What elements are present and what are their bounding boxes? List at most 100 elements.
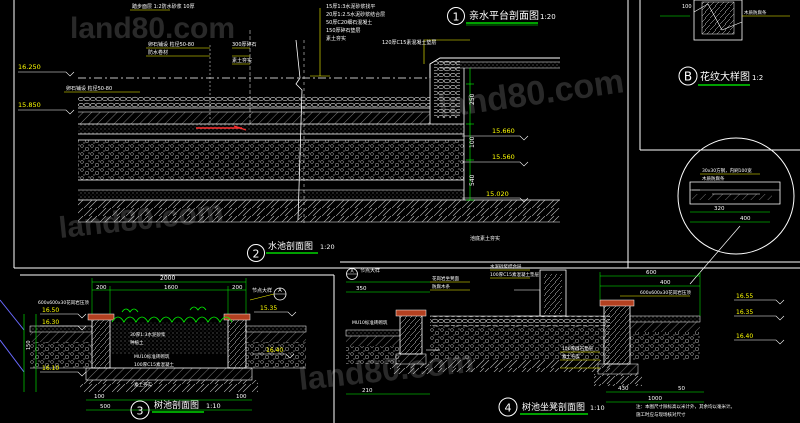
note-b-a: 30x30方钢，内刷100宽 — [702, 167, 752, 174]
dim-500: 500 — [100, 404, 111, 410]
note-seat-tree-a: 600x600x30花岗岩压顶 — [640, 289, 691, 296]
dim-100-bottom-right: 100 — [236, 394, 247, 400]
dimension-lines-section1 — [466, 68, 474, 201]
dim-seat-350: 350 — [356, 286, 367, 292]
dim-1600: 1600 — [164, 285, 178, 291]
detail-b-circle: 320 400 30x30方钢，内刷100宽 木质防腐条 — [677, 137, 795, 285]
elevation-fl-16-40: 16.40 — [266, 347, 283, 354]
elevation-16-30: 16.30 — [42, 319, 59, 326]
note-pool-d: 300厚碎石 — [232, 41, 257, 48]
dim-seat-210: 210 — [362, 388, 373, 394]
note-tree-f: 种植土 — [130, 339, 144, 346]
note-layer-2: 20厚1:2.5水泥砂浆结合层 — [326, 11, 385, 18]
dim-b-top: 100 — [682, 4, 692, 10]
note-seat-b: 防腐木条 — [432, 283, 450, 290]
note-layer-5: 素土夯实 — [326, 35, 346, 42]
note-pool-bottom: 池底素土夯实 — [470, 235, 500, 242]
title-section-2: 2 水池剖面图 1:20 — [247, 240, 335, 262]
elevation-16-10: 16.10 — [42, 365, 59, 372]
elevation-fl-16-40-seat: 16.40 — [736, 333, 753, 340]
note-pool-c: 防水卷材 — [148, 49, 168, 56]
title-section-4: 4 树池坐凳剖面图 1:10 — [498, 397, 605, 417]
dim-200-right: 200 — [232, 285, 243, 291]
elevation-16250: 16.250 — [18, 63, 41, 71]
elevation-16-50: 16.50 — [42, 307, 59, 314]
title-4-number: 4 — [505, 402, 512, 415]
title-4-scale: 1:10 — [590, 404, 605, 412]
dim-seat-1000: 1000 — [648, 396, 662, 402]
dim-600: 600 — [646, 270, 657, 276]
note-layer-3: 50厚C20细石混凝土 — [326, 19, 372, 26]
dim-100: 100 — [469, 136, 476, 148]
elevation-15850: 15.850 — [18, 101, 41, 109]
title-3-scale: 1:10 — [206, 402, 221, 410]
note-tree-a: 600x600x30花岗岩压顶 — [38, 299, 89, 306]
dim-200-left: 200 — [96, 285, 107, 291]
title-section-3: 3 树池剖面图 1:10 — [130, 399, 221, 420]
note-seat-e: 100厚C15素混凝土垫层 — [490, 271, 539, 278]
dim-100-bottom: 100 — [94, 394, 105, 400]
dim-2000: 2000 — [160, 275, 175, 282]
note-seat-a: 花岗岩坐凳面 — [432, 275, 459, 282]
title-2-number: 2 — [253, 248, 260, 261]
title-1-number: 1 — [453, 11, 460, 24]
title-3-number: 3 — [137, 405, 144, 418]
dim-250: 250 — [469, 93, 476, 105]
dim-540: 540 — [469, 174, 476, 186]
title-3-name: 树池剖面图 — [154, 399, 199, 411]
note-tree-c: MU10标准砖砌筑 — [134, 353, 170, 360]
footer-note-b: 施工时应与现场核对尺寸 — [636, 411, 686, 418]
note-pool-e: 素土夯实 — [232, 57, 252, 64]
dim-b-320: 320 — [714, 206, 725, 212]
note-b-top: 木质防腐条 — [744, 9, 767, 16]
dim-b-400: 400 — [740, 216, 751, 222]
note-tree-b: 30厚1:3水泥砂浆 — [130, 331, 166, 338]
title-1-name: 亲水平台剖面图 — [469, 9, 539, 22]
note-seat-d: 水泥砂浆结合层 — [490, 263, 522, 270]
pool-section — [78, 30, 560, 225]
note-tree-d: 100厚C15素混凝土 — [134, 361, 174, 368]
pebble-layer — [78, 96, 430, 108]
callout-a-seat: A 节点大样 — [346, 267, 380, 280]
leaders-top — [64, 8, 470, 93]
watermark-1: land80.com — [70, 12, 235, 45]
dim-seat-50: 50 — [678, 386, 685, 392]
note-layer-4: 150厚碎石垫层 — [326, 27, 361, 34]
note-pool-b: 卵石铺设 粒径50-80 — [148, 41, 194, 48]
note-seat-c: 素土夯实 — [562, 353, 580, 360]
title-b-name: 花纹大样图 — [700, 70, 750, 83]
elevation-15020: 15.020 — [486, 190, 509, 198]
detail-b-block: 木质防腐条 100 B 花纹大样图 1:2 — [660, 0, 790, 86]
dim-seat-430: 430 — [618, 386, 629, 392]
title-1-scale: 1:20 — [540, 13, 556, 21]
title-2-scale: 1:20 — [320, 243, 335, 251]
elevation-tw-6-35: 16.35 — [736, 309, 753, 316]
gravel-base — [78, 140, 464, 180]
note-seat-f: 150厚碎石垫层 — [562, 345, 594, 352]
callout-a-seat-letter: A — [350, 269, 354, 275]
tree-pool-section: 2000 200 1600 200 100 500 100 150 — [23, 275, 307, 411]
callout-a-tree: A 节点大样 — [249, 287, 287, 301]
note-tree-e: 素土夯实 — [134, 381, 152, 388]
elevation-tw-6-65: 15.35 — [260, 305, 277, 312]
title-b-scale: 1:2 — [752, 74, 763, 82]
note-node-seat: 节点大样 — [360, 267, 380, 274]
callout-a-letter: A — [278, 288, 282, 294]
elevations-tree-pool — [40, 311, 297, 377]
elevation-markers-pool — [18, 71, 529, 203]
tree-seat-section: 600 400 350 430 1000 50 210 — [345, 269, 704, 403]
dim-tree-left: 150 — [26, 340, 32, 350]
footer-note-a: 注：本图尺寸除标高以米计外，其余均以毫米计。 — [636, 403, 735, 410]
note-layer-1: 15厚1:3水泥砂浆找平 — [326, 3, 375, 10]
leaders-seat — [430, 269, 690, 369]
elevation-15660: 15.660 — [492, 127, 515, 135]
elevation-16-55: 16.55 — [736, 293, 753, 300]
note-seat-tree-c: MU10标准砖砌筑 — [352, 319, 388, 326]
title-section-1: 1 亲水平台剖面图 1:20 — [447, 7, 556, 26]
dim-400-seat: 400 — [660, 280, 671, 286]
note-top-concrete: 120厚C15素混凝土垫层 — [382, 39, 436, 46]
elevations-seat — [734, 299, 785, 345]
elevation-15560: 15.560 — [492, 153, 515, 161]
